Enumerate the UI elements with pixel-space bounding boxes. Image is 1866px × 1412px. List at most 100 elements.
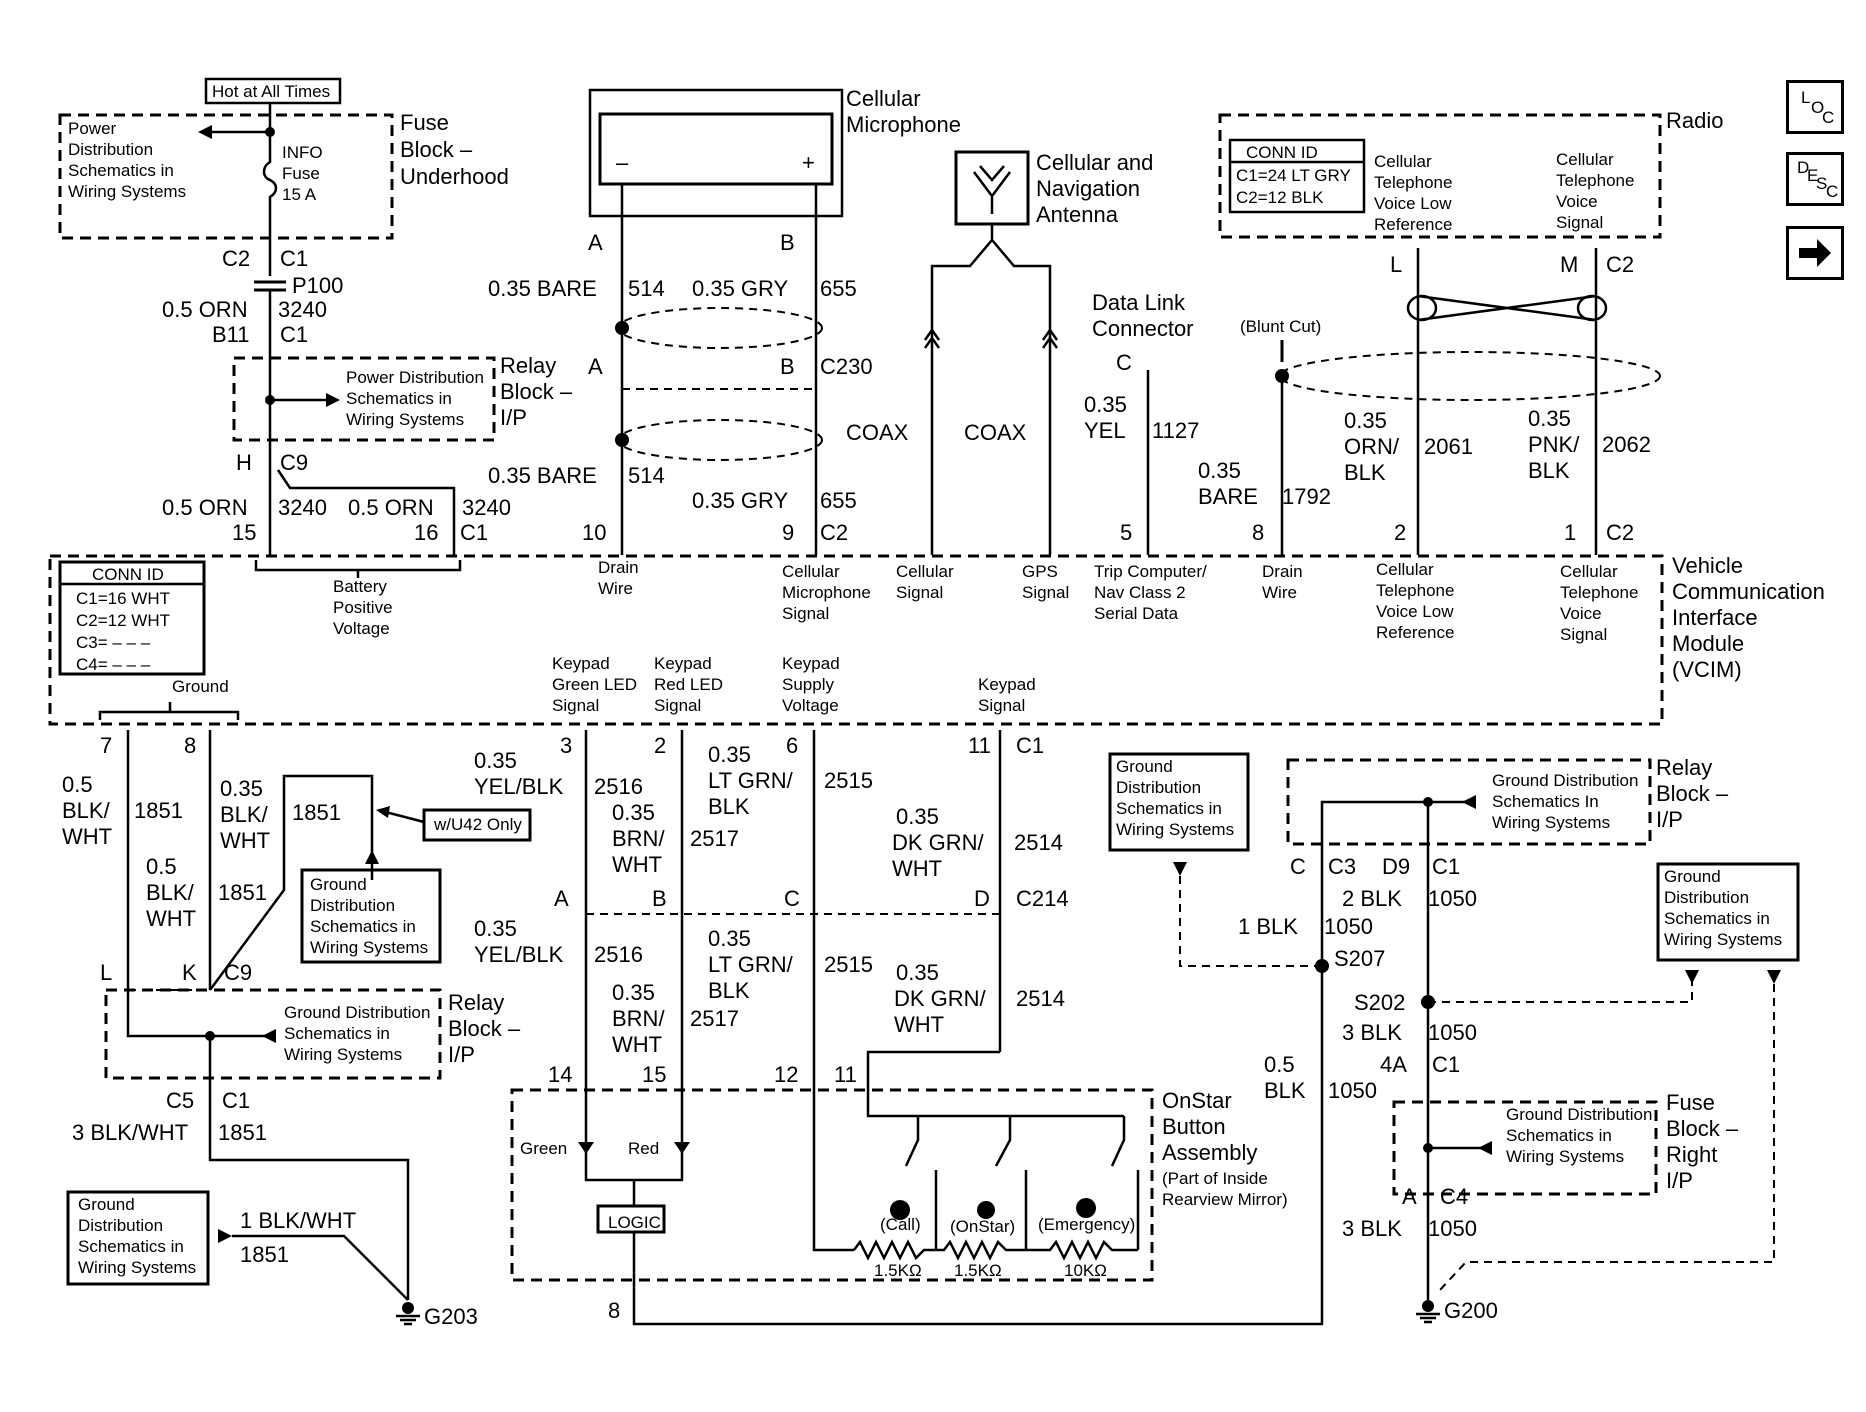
g200-dot bbox=[1422, 1300, 1434, 1312]
relay-right-bus bbox=[1320, 800, 1472, 844]
label-dg2-1: 0.35 bbox=[896, 960, 939, 985]
label-pinC3: C bbox=[784, 886, 800, 911]
shield-1 bbox=[617, 307, 823, 349]
label-bw3-2: BLK/ bbox=[146, 880, 195, 905]
radio-conn-id-box bbox=[1228, 138, 1366, 214]
label-yb2-2: YEL/BLK bbox=[474, 942, 564, 967]
label-rctv-3: Voice bbox=[1556, 192, 1598, 211]
label-vctl-1: Cellular bbox=[1376, 560, 1434, 579]
label-bn2-2: BRN/ bbox=[612, 1006, 665, 1031]
label-blk1: 1 BLK bbox=[1238, 914, 1298, 939]
label-pinB1: B bbox=[780, 230, 795, 255]
label-drain1-1: Drain bbox=[598, 558, 639, 577]
label-minus: – bbox=[616, 150, 629, 175]
ground-return bbox=[632, 966, 1324, 1326]
label-yb1-2: YEL/BLK bbox=[474, 774, 564, 799]
desc-letter-d: D bbox=[1797, 158, 1810, 177]
relay-block-ip-top-outline bbox=[232, 356, 496, 442]
label-kgl-2: Green LED bbox=[552, 675, 637, 694]
next-page-button[interactable] bbox=[1786, 226, 1844, 280]
label-osb-5: Rearview Mirror) bbox=[1162, 1190, 1288, 1209]
label-vcim-5: (VCIM) bbox=[1672, 657, 1742, 682]
ground-dist-box-3 bbox=[1108, 752, 1250, 852]
label-w1050d: 1050 bbox=[1328, 1078, 1377, 1103]
label-pinA2: A bbox=[588, 354, 603, 379]
label-orn1: 0.5 ORN bbox=[162, 297, 248, 322]
label-emerg: (Emergency) bbox=[1038, 1215, 1135, 1234]
label-c2c: C2 bbox=[1606, 252, 1634, 277]
fuse-block-underhood-outline bbox=[58, 113, 394, 240]
label-pin15b: 15 bbox=[642, 1062, 666, 1087]
label-cms-3: Signal bbox=[782, 604, 829, 623]
label-yel2: YEL bbox=[1084, 418, 1126, 443]
label-vctl-2: Telephone bbox=[1376, 581, 1454, 600]
hot-at-all-times-box bbox=[204, 77, 342, 105]
description-button[interactable]: D E S C bbox=[1786, 152, 1844, 206]
label-ksv-2: Supply bbox=[782, 675, 834, 694]
label-w655a: 655 bbox=[820, 276, 857, 301]
label-info: INFO bbox=[282, 143, 323, 162]
label-gdsr-3: Wiring Systems bbox=[284, 1045, 402, 1064]
label-krl-1: Keypad bbox=[654, 654, 712, 673]
label-pin5: 5 bbox=[1120, 520, 1132, 545]
label-w2514a: 2514 bbox=[1014, 830, 1063, 855]
label-bw4: 3 BLK/WHT bbox=[72, 1120, 188, 1145]
label-pinD3: D bbox=[974, 886, 990, 911]
label-hot-at-all-times: Hot at All Times bbox=[212, 82, 330, 101]
gds3-link bbox=[1179, 862, 1322, 967]
label-w2515b: 2515 bbox=[824, 952, 873, 977]
twist-left bbox=[1406, 294, 1438, 322]
label-pinM1: M bbox=[1560, 252, 1578, 277]
label-green: Green bbox=[520, 1139, 567, 1158]
label-w1050c: 1050 bbox=[1428, 1020, 1477, 1045]
label-vctl-3: Voice Low bbox=[1376, 602, 1454, 621]
label-yb2-1: 0.35 bbox=[474, 916, 517, 941]
ground-dist-box-1 bbox=[300, 868, 442, 964]
radio-outline bbox=[1218, 113, 1662, 239]
label-bare4: BARE bbox=[1198, 484, 1258, 509]
label-gds4-2: Distribution bbox=[1664, 888, 1749, 907]
label-pin8a: 8 bbox=[1252, 520, 1264, 545]
label-gdsr2-1: Ground Distribution bbox=[1492, 771, 1638, 790]
label-pds-3: Wiring Systems bbox=[346, 410, 464, 429]
arrow-down-icon-1 bbox=[1173, 862, 1187, 876]
label-pin16: 16 bbox=[414, 520, 438, 545]
coax-cellular bbox=[930, 224, 994, 555]
label-rctl-3: Voice Low bbox=[1374, 194, 1452, 213]
label-connid1a: C1=24 LT GRY bbox=[1236, 166, 1351, 185]
label-pinB3: B bbox=[652, 886, 667, 911]
label-w1851a: 1851 bbox=[134, 798, 183, 823]
label-onstar: (OnStar) bbox=[950, 1217, 1015, 1236]
label-dg2-3: WHT bbox=[894, 1012, 944, 1037]
label-s202: S202 bbox=[1354, 990, 1405, 1015]
label-d9: D9 bbox=[1382, 854, 1410, 879]
label-fbu-3: Underhood bbox=[400, 164, 509, 189]
label-ks-1: Keypad bbox=[978, 675, 1036, 694]
label-pin3: 3 bbox=[560, 733, 572, 758]
label-pinL2: L bbox=[100, 960, 112, 985]
label-g200: G200 bbox=[1444, 1298, 1498, 1323]
label-c1b: C1 bbox=[280, 322, 308, 347]
arrow-up-icon bbox=[365, 850, 379, 864]
label-c1g: C1 bbox=[1432, 1052, 1460, 1077]
label-gds1-2: Distribution bbox=[310, 896, 395, 915]
label-yel: 0.35 bbox=[1084, 392, 1127, 417]
location-button[interactable]: L O C bbox=[1786, 80, 1844, 134]
switch-call bbox=[904, 1116, 938, 1250]
label-gry2: 0.35 GRY bbox=[692, 488, 789, 513]
label-c2b: C2 bbox=[820, 520, 848, 545]
label-pin1a: 1 bbox=[1564, 520, 1576, 545]
call-button-icon bbox=[890, 1200, 910, 1220]
label-orn4: 0.35 bbox=[1344, 408, 1387, 433]
label-rb2-1: Relay bbox=[448, 990, 504, 1015]
label-gds3-4: Wiring Systems bbox=[1116, 820, 1234, 839]
label-p100: P100 bbox=[292, 273, 343, 298]
label-vctv-2: Telephone bbox=[1560, 583, 1638, 602]
label-vctl-4: Reference bbox=[1376, 623, 1454, 642]
label-bw1-2: BLK/ bbox=[62, 798, 111, 823]
label-w1050a: 1050 bbox=[1428, 886, 1477, 911]
drain-splice-2 bbox=[615, 433, 629, 447]
label-pd-3: Schematics in bbox=[68, 161, 174, 180]
label-bw1-3: WHT bbox=[62, 824, 112, 849]
